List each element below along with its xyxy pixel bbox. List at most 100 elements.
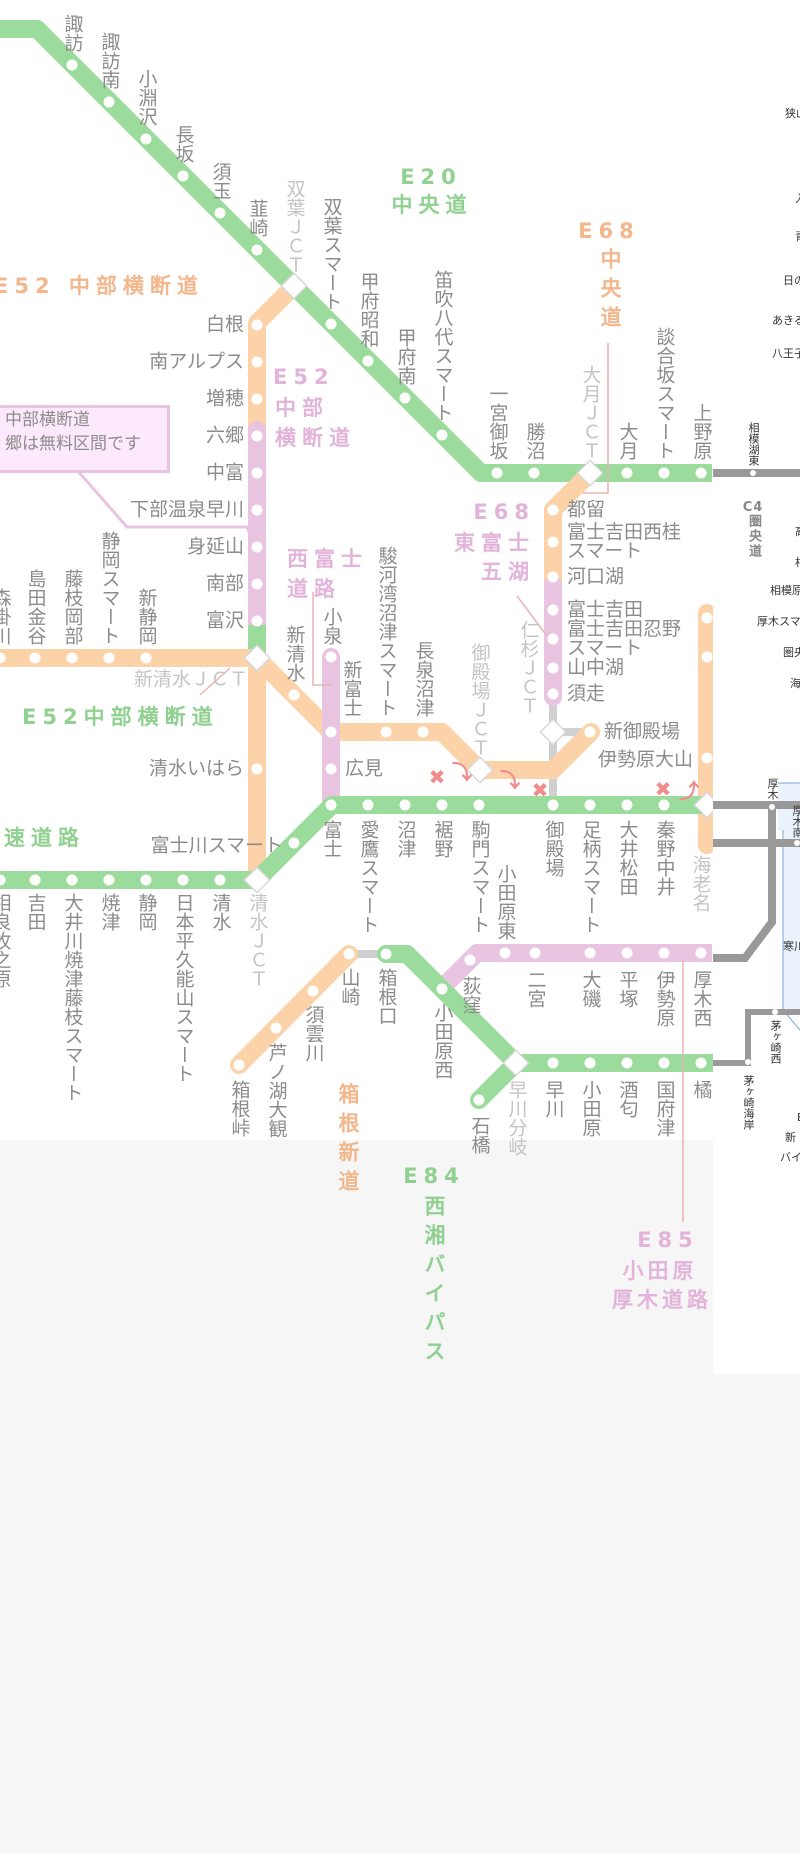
interchange-dot[interactable] [547,536,559,548]
shintomei-east-line[interactable] [248,649,600,779]
station-label[interactable]: 森掛川 [0,588,12,645]
interchange-dot[interactable] [380,948,392,960]
station-label[interactable]: 伊勢原大山 [597,748,693,771]
station-label[interactable]: 八王子 [772,347,800,360]
interchange-dot[interactable] [547,633,559,645]
interchange-dot[interactable] [547,1057,559,1069]
interchange-dot[interactable] [140,874,152,886]
interchange-dot[interactable] [547,688,559,700]
station-label[interactable]: 青 [795,231,800,243]
shinko-line[interactable] [713,1009,800,1066]
station-label[interactable]: 山崎 [338,968,361,1006]
station-label[interactable]: 藤枝岡部 [61,569,84,645]
interchange-dot[interactable] [214,874,226,886]
interchange-dot[interactable] [547,662,559,674]
interchange-dot[interactable] [29,874,41,886]
interchange-dot[interactable] [251,244,263,256]
station-label[interactable]: 仁杉ＪＣＴ [517,620,540,715]
hakone-shindo-line[interactable] [230,945,358,1074]
interchange-dot[interactable] [547,604,559,616]
station-label[interactable]: 南部 [205,572,244,595]
station-label[interactable]: 新 [785,1131,796,1144]
odaatsu-line[interactable] [433,944,712,997]
interchange-dot[interactable] [214,207,226,219]
station-label[interactable]: 相良牧之原 [0,893,12,988]
station-label[interactable]: 相模原愛 [770,584,800,597]
station-label[interactable]: 新富士 [340,660,363,717]
station-label[interactable]: 新御殿場 [604,720,681,743]
station-label[interactable]: 長泉沼津 [412,641,435,717]
station-label[interactable]: 相模 [795,557,800,569]
interchange-dot[interactable] [177,170,189,182]
station-label[interactable]: 茅ヶ崎海岸 [742,1075,755,1130]
interchange-dot[interactable] [362,355,374,367]
c4-name[interactable]: 圏央道 [746,514,761,559]
station-label[interactable]: 富沢 [205,609,244,632]
station-label[interactable]: 箱根峠 [228,1080,251,1137]
interchange-dot[interactable] [66,874,78,886]
junction-diamond-icon[interactable] [576,459,604,487]
station-label[interactable]: 双葉ＪＣＴ [283,179,306,274]
interchange-dot[interactable] [0,652,6,664]
interchange-dot[interactable] [103,874,115,886]
station-label[interactable]: 芦ノ湖大観 [265,1043,288,1138]
interchange-dot[interactable] [251,578,263,590]
station-label[interactable]: 大磯 [579,970,602,1008]
interchange-dot[interactable] [251,393,263,405]
station-label[interactable]: 長坂 [172,125,195,163]
c4-code[interactable]: C4 [742,500,764,515]
station-label[interactable]: 広見 [345,757,384,780]
station-label[interactable]: 下部温泉早川 [129,498,244,521]
interchange-dot[interactable] [695,467,707,479]
interchange-dot[interactable] [436,983,448,995]
station-label[interactable]: 厚木西 [690,970,713,1027]
interchange-dot[interactable] [417,726,429,738]
interchange-dot[interactable] [584,1057,596,1069]
interchange-dot[interactable] [701,651,713,663]
interchange-dot[interactable] [399,799,411,811]
interchange-dot[interactable] [251,763,263,775]
interchange-dot[interactable] [584,947,596,959]
interchange-dot[interactable] [529,947,541,959]
station-label[interactable]: 日の [783,274,800,287]
interchange-dot[interactable] [399,392,411,404]
station-label[interactable]: 富士吉田 [567,598,644,621]
station-label[interactable]: 駒門スマート [468,820,491,934]
station-label[interactable]: 国府津 [653,1080,676,1137]
station-label[interactable]: 諏訪南 [98,32,121,89]
station-label[interactable]: 海老名 [689,855,712,912]
interchange-dot[interactable] [343,948,355,960]
station-label[interactable]: 焼津 [98,893,121,931]
station-label[interactable]: 足柄スマート [579,820,602,934]
interchange-dot[interactable] [233,1059,245,1071]
interchange-dot[interactable] [547,799,559,811]
interchange-dot[interactable] [103,652,115,664]
interchange-dot[interactable] [695,1057,707,1069]
station-label[interactable]: 小田原東 [494,864,517,940]
station-label[interactable]: 伊勢原 [653,970,676,1027]
station-label[interactable]: 島田金谷 [24,569,47,645]
station-label[interactable]: 新清水 [283,625,306,682]
station-label[interactable]: 寒川 [783,940,800,953]
station-label[interactable]: 大井川焼津藤枝スマート [61,893,84,1102]
station-label[interactable]: 日本平久能山スマート [172,893,195,1083]
interchange-dot[interactable] [0,874,6,886]
station-label[interactable]: 静岡スマート [98,531,121,645]
station-label[interactable]: 裾野 [431,820,454,858]
interchange-dot[interactable] [177,874,189,886]
interchange-dot[interactable] [270,1022,282,1034]
station-label[interactable]: 厚木スマー [757,615,800,628]
station-label[interactable]: 御殿場 [542,820,565,877]
ken-o-panel[interactable]: 狭山入青日のあきる八王子相模湖東高尾相模相模原愛厚木スマー圏央厚海老厚木厚木南寒… [713,0,800,1374]
interchange-dot[interactable] [701,752,713,764]
interchange-dot[interactable] [325,318,337,330]
interchange-dot[interactable] [547,504,559,516]
station-label[interactable]: 御殿場ＪＣＴ [468,643,491,757]
station-label[interactable]: 清水ＪＣＴ [246,893,269,988]
station-label[interactable]: 一宮御坂 [486,384,509,460]
station-label[interactable]: 双葉スマート [320,197,343,311]
junction-diamond-icon[interactable] [539,718,567,746]
interchange-dot[interactable] [547,571,559,583]
station-label[interactable]: 中富 [205,461,244,484]
